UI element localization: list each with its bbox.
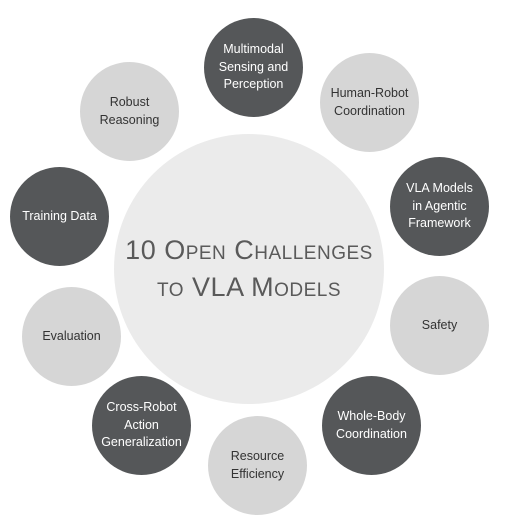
center-title: 10 Open Challenges to VLA Models [125,235,373,302]
node-multimodal-sensing-and-perception: Multimodal Sensing and Perception [204,18,303,117]
node-cross-robot-action-generalization: Cross-Robot Action Generalization [92,376,191,475]
node-training-data: Training Data [10,167,109,266]
node-whole-body-coordination: Whole-Body Coordination [322,376,421,475]
node-vla-models-in-agentic-framework: VLA Models in Agentic Framework [390,157,489,256]
node-robust-reasoning: Robust Reasoning [80,62,179,161]
node-evaluation: Evaluation [22,287,121,386]
center-circle: 10 Open Challenges to VLA Models [114,134,384,404]
node-human-robot-coordination: Human-Robot Coordination [320,53,419,152]
node-safety: Safety [390,276,489,375]
node-resource-efficiency: Resource Efficiency [208,416,307,515]
